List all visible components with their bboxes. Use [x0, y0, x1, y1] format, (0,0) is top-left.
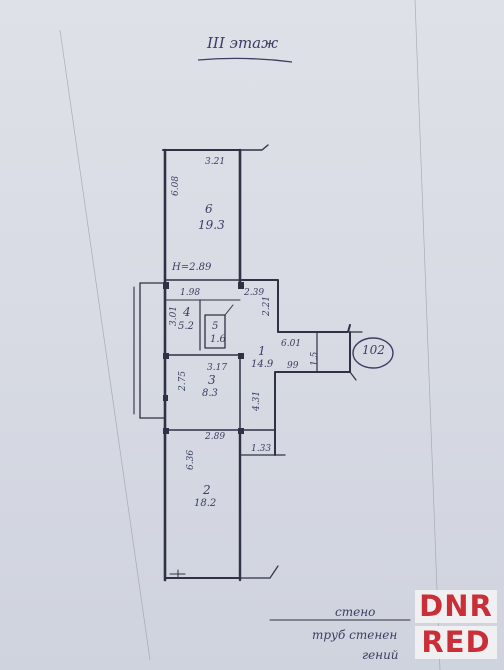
room-1-number: 1: [258, 344, 266, 358]
room-5-area: 1.6: [210, 334, 226, 345]
room-2-area: 18.2: [194, 498, 217, 509]
room-4-area: 5.2: [178, 321, 194, 332]
dim-2-89: 2.89: [205, 432, 226, 442]
room-6-area: 19.3: [198, 218, 225, 232]
dim-2-21: 2.21: [262, 295, 272, 316]
plan-walls: [133, 144, 411, 621]
footer-note-line-1: стено: [335, 605, 376, 619]
floor-label-underline: [197, 57, 293, 63]
dim-6-36: 6.36: [186, 449, 196, 470]
column-marks: [163, 282, 244, 434]
dim-room6-width: 3.21: [205, 157, 226, 167]
dim-6-01: 6.01: [281, 339, 302, 349]
dim-4-31: 4.31: [252, 390, 262, 411]
room-1-area: 14.9: [251, 359, 274, 370]
floor-label: III этаж: [207, 34, 279, 52]
dim-99: 99: [287, 361, 299, 371]
apartment-number: 102: [362, 343, 385, 357]
dim-2-39: 2.39: [244, 288, 265, 298]
room-2-number: 2: [203, 483, 211, 497]
watermark-line-1: DNR: [415, 590, 497, 623]
paper-fold-line: [414, 0, 441, 670]
room-6-number: 6: [205, 202, 213, 216]
room-4-number: 4: [183, 305, 191, 319]
room-3-number: 3: [208, 373, 216, 387]
watermark-line-2: RED: [415, 626, 497, 659]
dim-1-33: 1.33: [251, 444, 272, 454]
dim-3-01: 3.01: [169, 305, 179, 326]
footer-note-line-3: гений: [362, 648, 399, 662]
site-watermark: DNR RED: [415, 590, 497, 660]
apartment-number-circle: [352, 337, 394, 369]
dim-1-5: 1.5: [310, 351, 320, 366]
room-3-area: 8.3: [202, 388, 218, 399]
paper-fold-line: [59, 29, 151, 661]
dim-2-75: 2.75: [178, 370, 188, 391]
room-5-number: 5: [212, 321, 219, 332]
dim-room6-length: 6.08: [171, 175, 181, 196]
dim-1-98: 1.98: [180, 288, 201, 298]
ceiling-height: H=2.89: [172, 262, 212, 273]
footer-note-line-2: труб стенен: [312, 628, 398, 642]
dim-3-17: 3.17: [207, 363, 228, 373]
